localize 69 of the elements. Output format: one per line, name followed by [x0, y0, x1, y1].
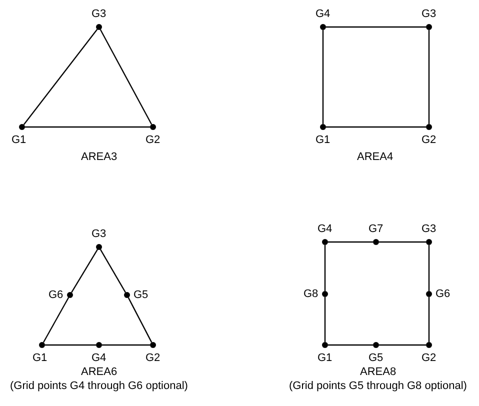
edge-line: [128, 297, 152, 343]
edge-line: [100, 29, 152, 125]
point-label: G1: [318, 352, 332, 364]
grid-point: [320, 24, 326, 30]
point-label: G8: [304, 288, 318, 300]
edge-line: [326, 126, 426, 128]
edge-line: [428, 30, 430, 124]
edge-line: [328, 344, 373, 346]
point-label: G7: [368, 223, 384, 235]
point-label: G4: [92, 352, 106, 364]
point-label: G4: [318, 223, 332, 235]
edge-line: [102, 344, 150, 346]
edge-line: [379, 241, 426, 243]
note-text: (Grid points G4 through G6 optional): [10, 380, 188, 392]
area-title: AREA8: [360, 366, 396, 378]
grid-point: [39, 342, 45, 348]
point-label: G3: [422, 8, 436, 20]
point-label: G3: [422, 223, 436, 235]
grid-point: [426, 24, 432, 30]
point-label: G2: [146, 134, 160, 146]
edge-line: [23, 29, 98, 125]
edge-line: [322, 30, 324, 124]
edge-line: [428, 297, 430, 342]
point-label: G3: [92, 8, 106, 20]
grid-point: [426, 239, 432, 245]
point-label: G2: [422, 134, 436, 146]
edge-line: [100, 249, 126, 293]
edge-line: [42, 297, 70, 343]
grid-point: [124, 292, 130, 298]
point-label: G3: [92, 228, 106, 240]
edge-line: [328, 241, 373, 243]
edge-line: [379, 344, 426, 346]
grid-point: [426, 124, 432, 130]
grid-point: [19, 124, 25, 130]
edge-line: [324, 245, 326, 291]
point-label: G6: [436, 288, 450, 300]
grid-point: [67, 292, 73, 298]
area-title: AREA6: [81, 366, 118, 378]
area-title: AREA4: [357, 151, 394, 163]
point-label: G4: [316, 8, 330, 20]
point-label: G5: [368, 352, 384, 364]
note-text: (Grid points G5 through G8 optional): [289, 380, 467, 392]
grid-point: [96, 342, 102, 348]
grid-point: [322, 239, 328, 245]
point-label: G5: [134, 289, 148, 301]
grid-point: [426, 342, 432, 348]
grid-point: [373, 239, 379, 245]
edge-line: [324, 297, 326, 342]
grid-point: [322, 342, 328, 348]
edge-line: [45, 344, 96, 346]
point-label: G1: [32, 352, 48, 364]
grid-point: [96, 244, 102, 250]
edge-line: [326, 26, 426, 28]
grid-point: [373, 342, 379, 348]
grid-point: [150, 124, 156, 130]
edge-line: [71, 249, 98, 293]
grid-point: [320, 124, 326, 130]
point-label: G2: [146, 352, 160, 364]
point-label: G1: [12, 134, 26, 146]
edge-line: [25, 126, 150, 128]
point-label: G2: [422, 352, 436, 364]
point-label: G6: [48, 289, 64, 301]
point-label: G1: [316, 134, 330, 146]
grid-point: [322, 291, 328, 297]
grid-point: [96, 24, 102, 30]
grid-point: [426, 291, 432, 297]
edge-line: [428, 245, 430, 291]
area-title: AREA3: [81, 151, 118, 163]
grid-point: [150, 342, 156, 348]
